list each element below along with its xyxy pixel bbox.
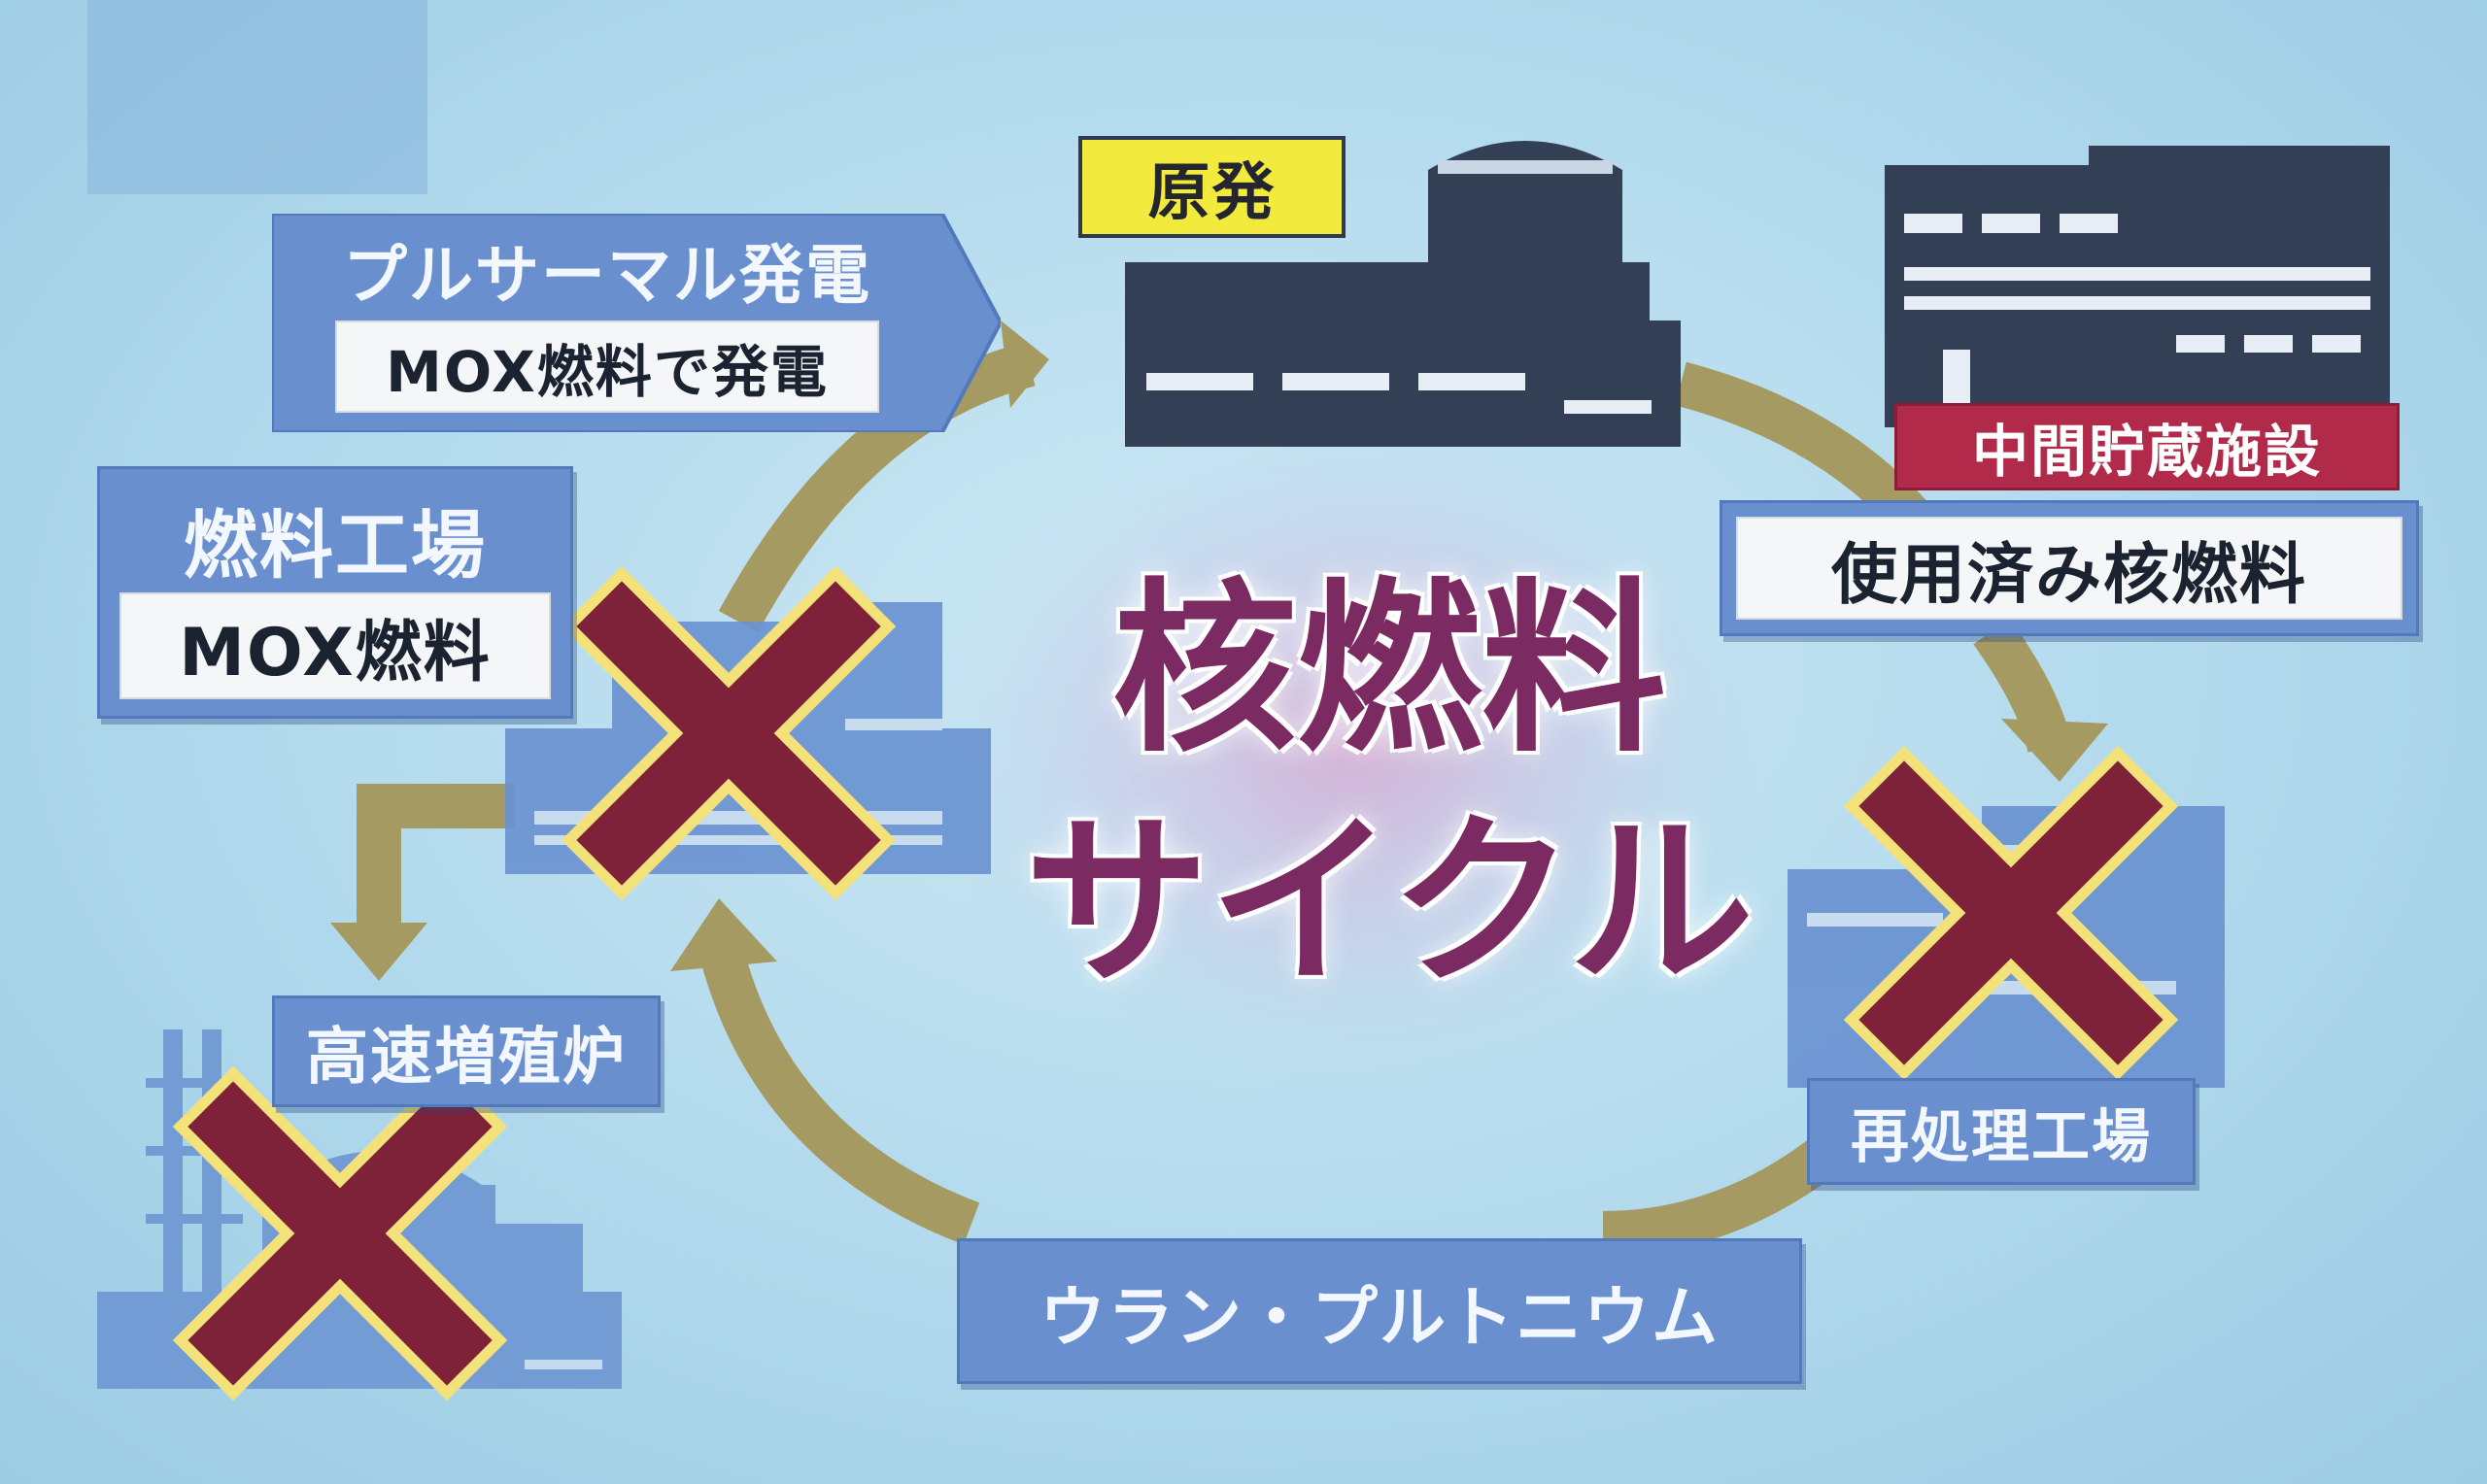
reprocessing-plant-label: 再処理工場 <box>1807 1078 2196 1185</box>
arrowhead-to-fuel <box>670 898 777 971</box>
fuel-factory-label: 燃料工場 MOX燃料 <box>97 466 573 719</box>
arrow-fuel-to-breeder <box>357 784 515 932</box>
uranium-plutonium-label: ウラン・プルトニウム <box>957 1238 1802 1384</box>
x-mark-icon <box>561 565 897 901</box>
x-mark-icon <box>172 1065 508 1401</box>
arrowhead-to-plant <box>1001 320 1049 408</box>
nuclear-plant-label: 原発 <box>1078 136 1346 238</box>
nuclear-plant-icon <box>1125 141 1681 447</box>
fuel-factory-title: 燃料工場 <box>184 502 487 589</box>
title-line-2: サイクル <box>1024 795 1755 1010</box>
fuel-factory-sub: MOX燃料 <box>119 592 551 699</box>
arrow-reprocessing-to-uranium <box>1602 1129 1851 1256</box>
arrow-uranium-to-fuel <box>697 936 980 1245</box>
pluthermal-title: プルサーマル発電 <box>343 237 871 313</box>
pluthermal-sub: MOX燃料で発電 <box>335 320 879 413</box>
pluthermal-label: プルサーマル発電 MOX燃料で発電 <box>272 214 1001 432</box>
interim-storage-label: 中間貯蔵施設 <box>1894 403 2400 490</box>
title-line-1: 核燃料 <box>1111 562 1666 777</box>
arrowhead-to-reprocessing <box>2001 719 2108 782</box>
fast-breeder-label: 高速増殖炉 <box>272 995 661 1107</box>
arrowhead-to-breeder <box>330 923 427 981</box>
center-glow <box>903 398 1797 1097</box>
arrow-fuel-to-plant <box>718 342 1036 633</box>
spent-fuel-text: 使用済み核燃料 <box>1736 517 2402 620</box>
x-mark-icon <box>1843 745 2179 1081</box>
corner-panel <box>87 0 427 194</box>
spent-fuel-label: 使用済み核燃料 <box>1720 500 2419 636</box>
storage-facility-icon <box>1885 146 2390 427</box>
arrowheads <box>330 320 2108 981</box>
